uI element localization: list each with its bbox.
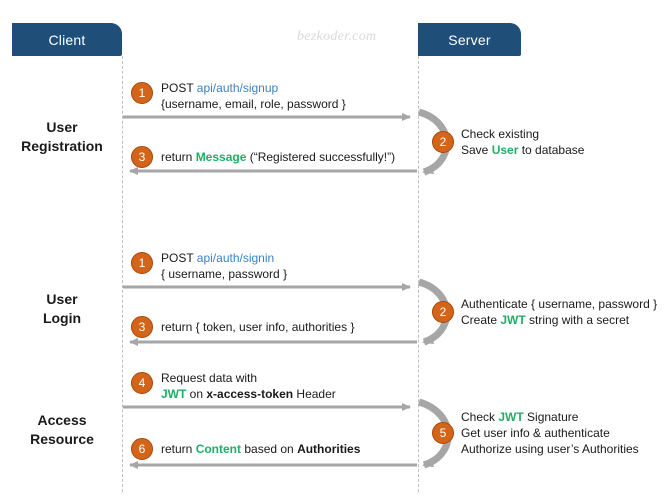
step-number-badge: 3 (131, 316, 153, 338)
message-signup-request: POST api/auth/signup {username, email, r… (161, 80, 346, 112)
message-signin-response: return { token, user info, authorities } (161, 319, 354, 335)
message-method: POST (161, 81, 197, 95)
actor-server-label: Server (448, 31, 491, 48)
message-connector: based on (241, 442, 298, 456)
message-action-suffix: Header (293, 387, 336, 401)
message-highlight: Message (195, 150, 247, 164)
message-signup-response: return Message (“Registered successfully… (161, 149, 395, 165)
message-highlight: JWT (161, 387, 187, 401)
actor-client: Client (12, 23, 122, 56)
message-resource-response: return Content based on Authorities (161, 441, 360, 457)
message-highlight: User (491, 143, 519, 157)
message-action-suffix: to database (518, 143, 585, 157)
message-line2: { username, password } (161, 267, 288, 281)
step-number-badge: 1 (131, 252, 153, 274)
section-label-line1: User (46, 291, 78, 307)
message-action-suffix: Signature (523, 410, 579, 424)
section-label-line1: User (46, 119, 78, 135)
message-authorities: Authorities (297, 442, 361, 456)
message-endpoint: api/auth/signup (196, 81, 279, 95)
step-number-badge: 5 (432, 422, 454, 444)
message-action-suffix: string with a secret (525, 313, 630, 327)
message-highlight: Content (195, 442, 242, 456)
section-label-user-login: User Login (8, 290, 116, 328)
section-label-line2: Resource (30, 431, 94, 447)
lifeline-client (122, 56, 123, 492)
step-number-badge: 2 (432, 301, 454, 323)
message-action-prefix: Check (461, 410, 499, 424)
message-line1: Check existing (461, 127, 540, 141)
message-highlight: JWT (500, 313, 526, 327)
message-signin-request: POST api/auth/signin { username, passwor… (161, 250, 287, 282)
step-number-badge: 6 (131, 438, 153, 460)
message-server-action-2: Authenticate { username, password } Crea… (461, 296, 657, 328)
actor-client-label: Client (48, 31, 86, 48)
message-line2: Save User to database (461, 142, 584, 158)
message-line3: Authorize using user’s Authorities (461, 442, 639, 456)
message-line1: Check JWT Signature (461, 409, 639, 425)
actor-server: Server (418, 23, 521, 56)
watermark: bezkoder.com (297, 29, 377, 44)
step-number-badge: 4 (131, 372, 153, 394)
message-server-action-1: Check existing Save User to database (461, 126, 584, 158)
message-line2: {username, email, role, password } (161, 97, 346, 111)
message-endpoint: api/auth/signin (196, 251, 275, 265)
step-number-badge: 3 (131, 146, 153, 168)
message-line1: Request data with (161, 371, 258, 385)
section-label-user-registration: User Registration (8, 118, 116, 156)
message-connector: on (186, 387, 207, 401)
message-return-keyword: return (161, 150, 196, 164)
message-payload: (“Registered successfully!”) (246, 150, 396, 164)
message-resource-request: Request data with JWT on x-access-token … (161, 370, 336, 402)
section-label-line2: Login (42, 310, 82, 326)
section-label-line2: Registration (21, 138, 103, 154)
step-number-badge: 1 (131, 82, 153, 104)
message-line1: POST api/auth/signin (161, 250, 287, 266)
step-number-badge: 2 (432, 131, 454, 153)
message-line2: Get user info & authenticate (461, 426, 610, 440)
message-line1: POST api/auth/signup (161, 80, 346, 96)
lifeline-server (418, 56, 419, 492)
message-payload: return { token, user info, authorities } (161, 320, 355, 334)
section-label-access-resource: Access Resource (8, 411, 116, 449)
section-label-line1: Access (37, 412, 87, 428)
message-line2: Create JWT string with a secret (461, 312, 657, 328)
message-action-prefix: Create (461, 313, 501, 327)
message-server-action-3: Check JWT Signature Get user info & auth… (461, 409, 639, 457)
message-action-prefix: Save (461, 143, 492, 157)
message-return-keyword: return (161, 442, 196, 456)
message-highlight: JWT (498, 410, 524, 424)
message-method: POST (161, 251, 197, 265)
message-line2: JWT on x-access-token Header (161, 386, 336, 402)
message-header-name: x-access-token (206, 387, 294, 401)
message-line1: Authenticate { username, password } (461, 297, 658, 311)
